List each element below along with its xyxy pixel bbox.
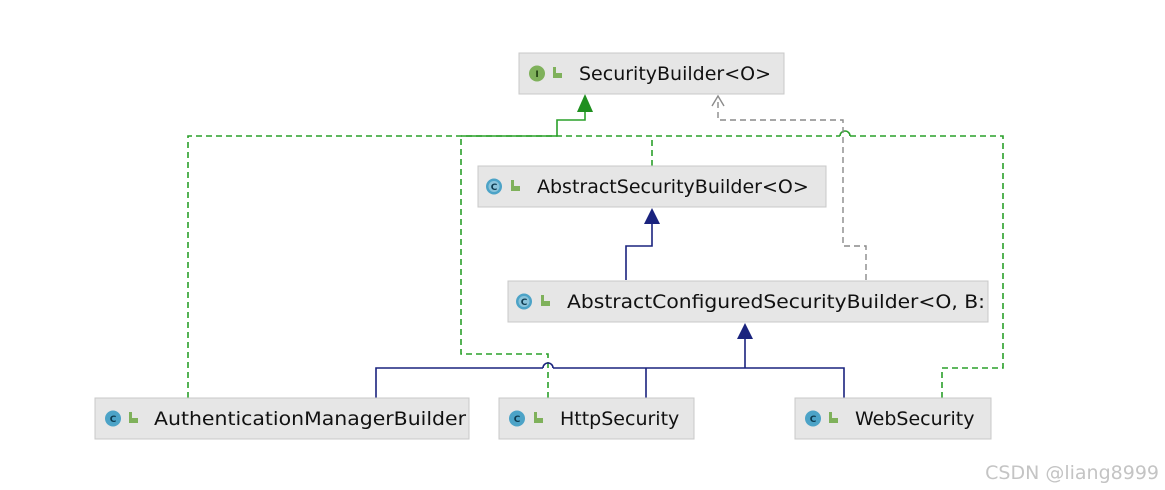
node-abstract-security-builder[interactable]: C AbstractSecurityBuilder<O> (477, 165, 827, 208)
watermark: CSDN @liang8999 (985, 462, 1159, 484)
node-box (518, 52, 785, 95)
node-box (507, 280, 989, 323)
class-icon (105, 410, 121, 427)
edge-httpsecurity-implements-securitybuilder (460, 136, 549, 398)
node-authentication-manager-builder[interactable]: C AuthenticationManagerBuilder (94, 397, 470, 440)
node-label: AbstractSecurityBuilder<O> (537, 176, 809, 198)
node-box (498, 397, 695, 440)
line-crossing-hop (839, 130, 851, 137)
edge-subclasses-extend-acsb (375, 338, 845, 398)
implements-edges (187, 135, 1004, 398)
interface-icon (529, 65, 545, 82)
class-icon-letter: C (491, 183, 498, 193)
public-visibility-icon (129, 412, 138, 423)
abstract-class-icon (486, 178, 502, 195)
node-security-builder[interactable]: I SecurityBuilder<O> (518, 52, 785, 95)
node-abstract-configured-security-builder[interactable]: C AbstractConfiguredSecurityBuilder<O, B… (507, 280, 989, 323)
class-icon (509, 410, 525, 427)
public-visibility-icon (829, 412, 838, 423)
edge-acsb-extends-asb (625, 222, 653, 280)
node-label: SecurityBuilder<O> (579, 63, 771, 85)
class-icon-letter: C (110, 415, 117, 425)
edge-implements-solid-trunk (461, 108, 586, 137)
dependency-open-arrowhead (711, 94, 725, 107)
node-box (794, 397, 992, 440)
extends-crossing-hop (542, 362, 554, 369)
class-icon-letter: C (810, 415, 817, 425)
class-icon-letter: C (521, 298, 528, 308)
public-visibility-icon (553, 67, 562, 78)
abstract-class-icon (516, 293, 532, 310)
edge-dependency-acsb-securitybuilder (717, 98, 867, 280)
node-label: HttpSecurity (560, 408, 679, 430)
node-label: AuthenticationManagerBuilder (154, 408, 466, 430)
node-label: WebSecurity (855, 408, 974, 430)
node-box (94, 397, 470, 440)
class-icon-letter: C (514, 415, 521, 425)
extends-arrowhead-asb (644, 208, 660, 224)
abstract-class-icon-inner (518, 296, 530, 307)
node-box (477, 165, 827, 208)
interface-icon-letter: I (535, 70, 538, 80)
node-web-security[interactable]: C WebSecurity (794, 397, 992, 440)
public-visibility-icon (541, 295, 550, 306)
extends-arrowhead-acsb (737, 323, 753, 339)
node-label: AbstractConfiguredSecurityBuilder<O, B: (567, 291, 985, 313)
class-icon (805, 410, 821, 427)
implements-arrowhead (577, 94, 593, 112)
node-http-security[interactable]: C HttpSecurity (498, 397, 695, 440)
extends-edges (375, 222, 845, 398)
edge-authmgr-implements-securitybuilder (187, 135, 1004, 398)
public-visibility-icon (511, 180, 520, 191)
public-visibility-icon (534, 412, 543, 423)
abstract-class-icon-inner (488, 181, 500, 192)
